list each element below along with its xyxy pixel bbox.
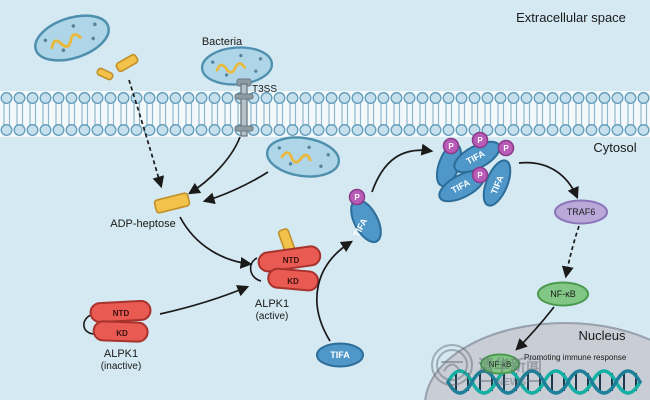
nfkb-protein [537, 281, 589, 307]
watermark-en-text: NEWS [496, 377, 526, 388]
alpk1-active-label: ALPK1 [255, 298, 289, 310]
tifa-oligomer: TIFA TIFA TIFA P P P P [435, 131, 515, 207]
alpk1-active: NTD KD [249, 228, 322, 292]
watermark: 清华新闻 NEWS [431, 344, 542, 388]
cytosol-label: Cytosol [593, 140, 636, 155]
arrow-tifa-oligomerization [371, 143, 434, 193]
traf6-label: TRAF6 [567, 207, 596, 217]
traf6-protein [554, 199, 608, 225]
phosphate-label: P [354, 193, 360, 202]
arrow-oligomer-to-traf6 [518, 161, 579, 200]
alpk1-inactive-label: ALPK1 [104, 348, 138, 360]
arrow-adp-to-alpk1 [179, 216, 253, 269]
alpk1-inactive-state: (inactive) [101, 361, 142, 372]
bacteria-label: Bacteria [202, 36, 243, 48]
nucleus-label: Nucleus [579, 328, 626, 343]
alpk1-linker [249, 257, 262, 282]
adp-heptose-molecule [153, 192, 191, 214]
dna-helix [446, 369, 642, 395]
arrow-inactive-to-active [159, 285, 250, 315]
ntd-label: NTD [113, 309, 130, 318]
arrow-t3ss-to-adp [187, 136, 241, 195]
adp-heptose-fragment-small [96, 67, 114, 81]
t3ss-label: T3SS [252, 84, 277, 95]
alpk1-kd-domain [92, 320, 149, 343]
phosphate-label: P [477, 171, 483, 180]
kd-label: KD [116, 329, 128, 338]
alpk1-active-state: (active) [256, 311, 289, 322]
watermark-logo-icon [431, 344, 473, 386]
alpk1-inactive: NTD KD [83, 299, 152, 343]
extracellular-space-label: Extracellular space [516, 10, 626, 25]
alpk1-ntd-domain [257, 245, 322, 273]
phosphate-group [442, 137, 460, 155]
arrow-nfkb-to-nucleus [515, 306, 555, 351]
nfkb-on-dna [480, 353, 520, 375]
tifa-label: TIFA [330, 350, 350, 360]
alpk1-kd-domain [267, 267, 320, 292]
alpk1-linker [83, 314, 95, 335]
tifa-phosphorylated: TIFA P [348, 188, 382, 244]
kd-label: KD [287, 277, 299, 286]
nfkb-label: NF-κB [489, 360, 512, 369]
adp-heptose-label: ADP-heptose [110, 218, 175, 230]
ntd-label: NTD [283, 256, 300, 265]
cell-membrane [0, 91, 650, 137]
phosphate-label: P [448, 142, 454, 151]
tifa-protein [316, 342, 364, 368]
phosphate-label: P [503, 144, 509, 153]
phosphate-group [348, 188, 366, 206]
immune-response-label: Promoting immune response [524, 353, 627, 362]
phosphate-group [471, 166, 489, 184]
phosphate-group [471, 131, 489, 149]
phosphate-group [497, 139, 515, 157]
nfkb-label: NF-κB [550, 289, 576, 299]
watermark-cn-text: 清华新闻 [478, 356, 542, 375]
arrow-bacterium-to-adp [202, 171, 269, 205]
arrow-lysis-to-adp [128, 79, 165, 189]
adp-heptose-fragment [115, 53, 139, 73]
tifa-protein [482, 159, 512, 207]
arrow-tifa-phosphorylation [316, 240, 354, 342]
t3ss-structure [234, 78, 254, 137]
phosphate-label: P [477, 136, 483, 145]
